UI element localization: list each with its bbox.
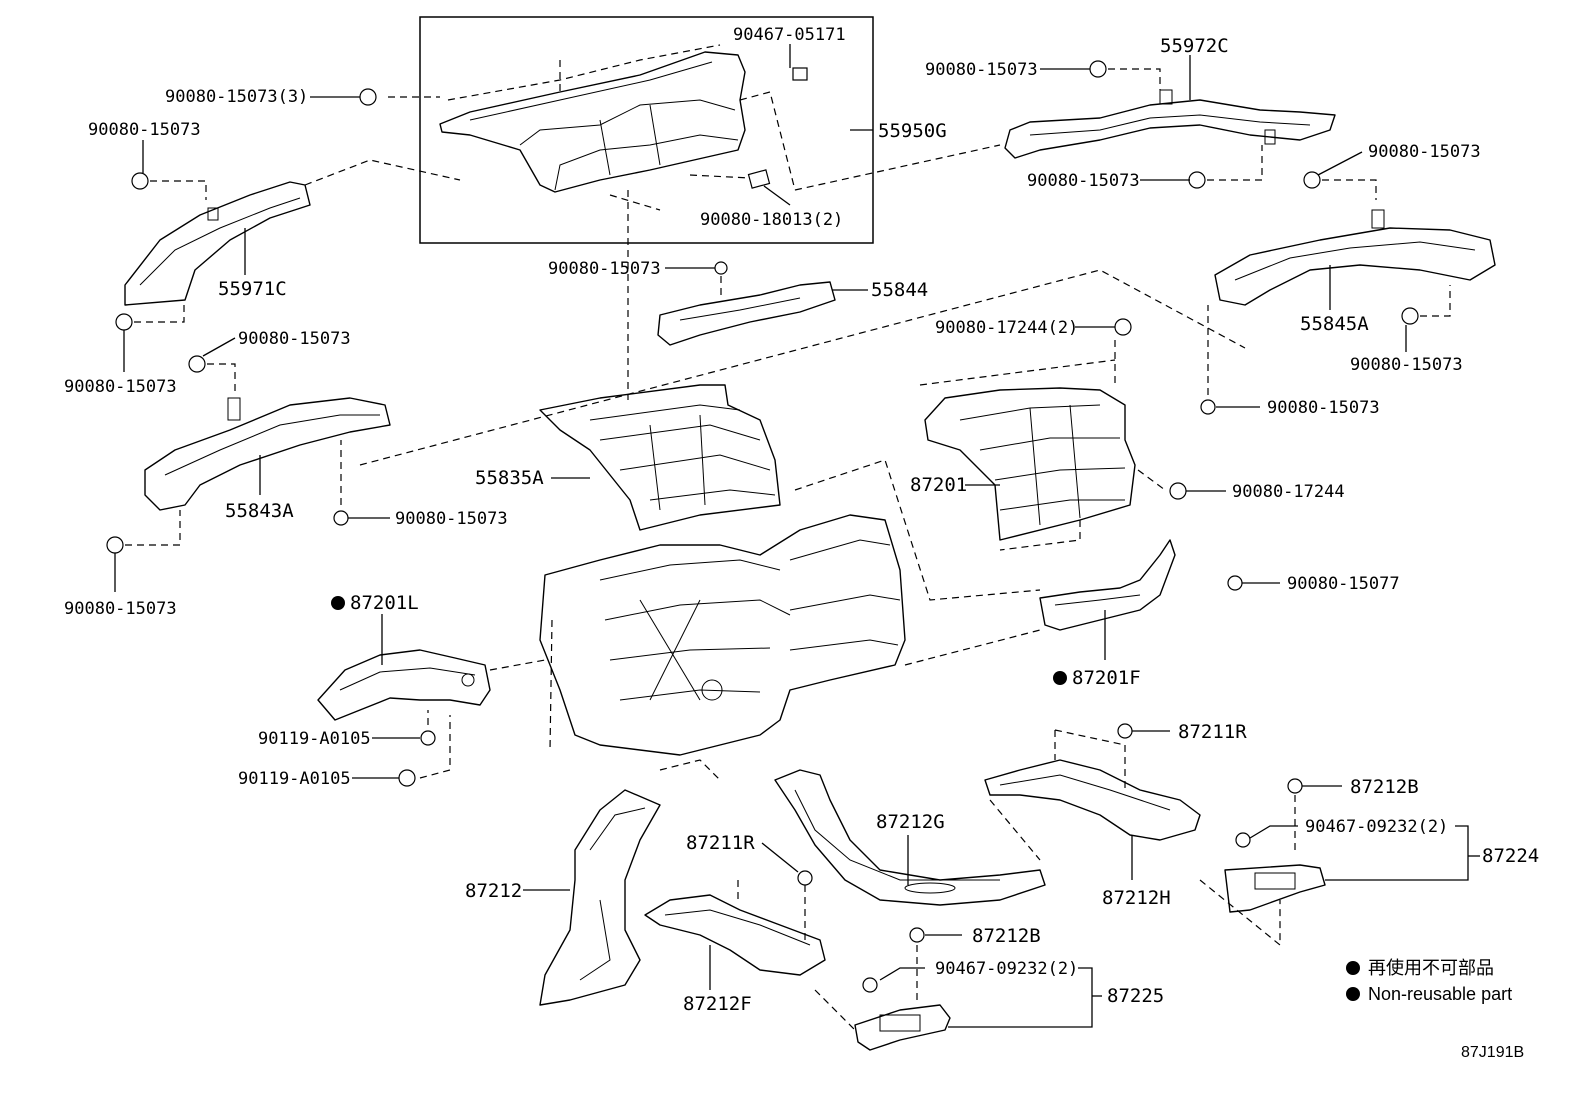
label-87212B-center[interactable]: 87212B <box>972 925 1041 947</box>
clip-icon <box>797 870 813 886</box>
part-55972C-duct[interactable] <box>1004 89 1336 159</box>
bolt-icon <box>106 536 124 554</box>
clip-icon <box>1235 832 1251 848</box>
bolt-icon <box>1089 60 1107 78</box>
legend-bullet-icon <box>1346 987 1360 1001</box>
part-87201L-duct[interactable] <box>317 649 491 721</box>
label-90467-09232-2-center[interactable]: 90467-09232(2) <box>935 959 1078 979</box>
label-55843A[interactable]: 55843A <box>225 500 294 522</box>
clip-icon <box>909 927 925 943</box>
leader-lines <box>114 44 1480 1028</box>
bolt-icon <box>420 730 436 746</box>
part-87201-duct[interactable] <box>924 387 1136 541</box>
legend: 再使用不可部品 Non-reusable part <box>1346 958 1512 1004</box>
clip-icon <box>862 977 878 993</box>
part-87225-panel[interactable] <box>854 1004 951 1051</box>
fastener-icons <box>106 60 1419 993</box>
part-55845A-duct[interactable] <box>1214 209 1496 306</box>
part-87212G-duct[interactable] <box>774 769 1046 906</box>
label-87212B-right[interactable]: 87212B <box>1350 776 1419 798</box>
label-90080-15077[interactable]: 90080-15077 <box>1287 574 1400 594</box>
non-reusable-bullet-icon <box>331 596 345 610</box>
part-87212F-duct[interactable] <box>644 894 826 976</box>
label-90080-15073-upper-left[interactable]: 90080-15073 <box>88 120 201 140</box>
bolt-icon <box>188 355 206 373</box>
bolt-icon <box>1303 171 1321 189</box>
label-55972C[interactable]: 55972C <box>1160 35 1229 57</box>
label-90080-15073-55843A-bolt[interactable]: 90080-15073 <box>395 509 508 529</box>
label-90080-15073-left-mid[interactable]: 90080-15073 <box>64 377 177 397</box>
bolt-icon <box>1227 575 1243 591</box>
legend-bullet-icon <box>1346 961 1360 975</box>
part-55950G-duct[interactable] <box>439 51 746 193</box>
label-87212F[interactable]: 87212F <box>683 993 752 1015</box>
label-90080-15073-bottom-left[interactable]: 90080-15073 <box>64 599 177 619</box>
label-90080-15073-far-right[interactable]: 90080-15073 <box>1368 142 1481 162</box>
nut-icon <box>1169 482 1187 500</box>
clip-90467-05171-icon[interactable] <box>792 67 808 81</box>
label-90080-15073-center[interactable]: 90080-15073 <box>548 259 661 279</box>
bolt-icon <box>714 261 728 275</box>
bolt-icon <box>1188 171 1206 189</box>
label-87201F[interactable]: 87201F <box>1072 667 1141 689</box>
label-87212G[interactable]: 87212G <box>876 811 945 833</box>
part-87201F-duct[interactable] <box>1039 539 1176 631</box>
label-55844[interactable]: 55844 <box>871 279 928 301</box>
part-55843A-duct[interactable] <box>144 397 391 511</box>
label-90080-15073-under-55972C[interactable]: 90080-15073 <box>1027 171 1140 191</box>
part-labels: 90467-05171 90080-15073(3) 55950G 90080-… <box>64 25 1539 1015</box>
bolt-icon <box>131 172 149 190</box>
part-55971C-duct[interactable] <box>124 181 311 306</box>
label-90119-A0105-b[interactable]: 90119-A0105 <box>238 769 351 789</box>
label-55971C[interactable]: 55971C <box>218 278 287 300</box>
label-90080-15073-right-lower[interactable]: 90080-15073 <box>1350 355 1463 375</box>
bolt-icon <box>115 313 133 331</box>
label-55845A[interactable]: 55845A <box>1300 313 1369 335</box>
bolt-icon <box>333 510 349 526</box>
clip-icon <box>1287 778 1303 794</box>
label-90080-17244[interactable]: 90080-17244 <box>1232 482 1345 502</box>
legend-english: Non-reusable part <box>1368 984 1512 1004</box>
part-87212H-duct[interactable] <box>984 759 1201 841</box>
part-hvac-unit[interactable] <box>539 514 906 756</box>
label-90080-15073-right-bolt[interactable]: 90080-15073 <box>1267 398 1380 418</box>
bolt-icon <box>1401 307 1419 325</box>
label-55835A[interactable]: 55835A <box>475 467 544 489</box>
label-87212[interactable]: 87212 <box>465 880 522 902</box>
nut-90080-18013-icon[interactable] <box>747 169 771 189</box>
label-87212H[interactable]: 87212H <box>1102 887 1171 909</box>
label-90080-15073-left-55843A[interactable]: 90080-15073 <box>238 329 351 349</box>
non-reusable-bullet-icon <box>1053 671 1067 685</box>
label-90080-17244-2[interactable]: 90080-17244(2) <box>935 318 1078 338</box>
label-87224[interactable]: 87224 <box>1482 845 1539 867</box>
label-87201L[interactable]: 87201L <box>350 592 419 614</box>
clip-icon <box>1117 723 1133 739</box>
label-87225[interactable]: 87225 <box>1107 985 1164 1007</box>
label-87211R-left[interactable]: 87211R <box>686 832 755 854</box>
diagram-code: 87J191B <box>1461 1044 1524 1061</box>
label-90080-18013-2[interactable]: 90080-18013(2) <box>700 210 843 230</box>
label-90080-15073-3[interactable]: 90080-15073(3) <box>165 87 308 107</box>
part-55844-duct[interactable] <box>657 281 836 346</box>
bolt-icon <box>359 88 377 106</box>
label-90080-15073-top-right[interactable]: 90080-15073 <box>925 60 1038 80</box>
bolt-icon <box>1200 399 1216 415</box>
label-90467-09232-2-right[interactable]: 90467-09232(2) <box>1305 817 1448 837</box>
label-87211R-right[interactable]: 87211R <box>1178 721 1247 743</box>
label-90119-A0105-a[interactable]: 90119-A0105 <box>258 729 371 749</box>
assembly-lines <box>125 68 1451 1031</box>
legend-japanese: 再使用不可部品 <box>1368 958 1494 978</box>
nut-icon <box>1114 318 1132 336</box>
bolt-icon <box>398 769 416 787</box>
label-87201[interactable]: 87201 <box>910 474 967 496</box>
part-87212-duct[interactable] <box>539 789 661 1006</box>
part-87224-panel[interactable] <box>1224 864 1326 913</box>
label-55950G[interactable]: 55950G <box>878 120 947 142</box>
part-55835A-duct[interactable] <box>539 384 781 531</box>
label-90467-05171[interactable]: 90467-05171 <box>733 25 846 45</box>
